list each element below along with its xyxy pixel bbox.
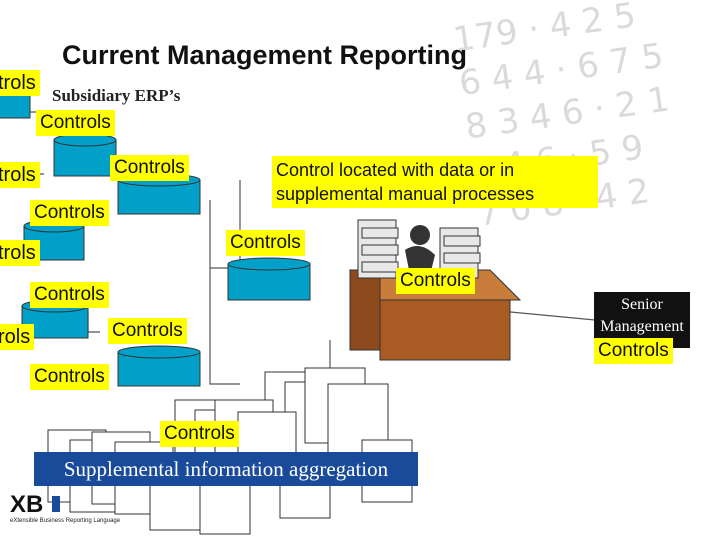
controls-label: trols [0,162,40,188]
controls-label: Controls [30,364,109,390]
database-icon [117,345,201,387]
svg-text:XB: XB [10,491,43,518]
controls-label: Controls [594,338,673,364]
controls-label: rols [0,324,35,350]
senior-line-1: Senior [621,296,663,313]
svg-text:eXtensible Business Reporting: eXtensible Business Reporting Language [10,518,120,524]
controls-label: Controls [160,421,239,447]
controls-label: Controls [30,282,109,308]
xbrl-logo: XB eXtensible Business Reporting Languag… [10,490,121,535]
subtitle: Subsidiary ERP’s [52,86,181,105]
controls-label: Controls [226,230,305,256]
control-location-note: Control located with data or in suppleme… [272,156,598,208]
senior-line-2: Management [600,318,684,335]
page-title: Current Management Reporting [62,40,468,70]
controls-label: trols [0,70,40,96]
controls-label: Controls [30,200,109,226]
xbrl-logo-icon: XB eXtensible Business Reporting Languag… [10,491,121,524]
database-icon [53,133,117,177]
controls-label: trols [0,240,40,266]
controls-label: Controls [108,318,187,344]
desk-icon [348,219,522,361]
controls-label: Controls [396,268,475,294]
controls-label: Controls [36,110,115,136]
database-icon [227,257,311,301]
controls-label: Controls [110,155,189,181]
aggregation-box: Supplemental information aggregation [34,452,418,486]
